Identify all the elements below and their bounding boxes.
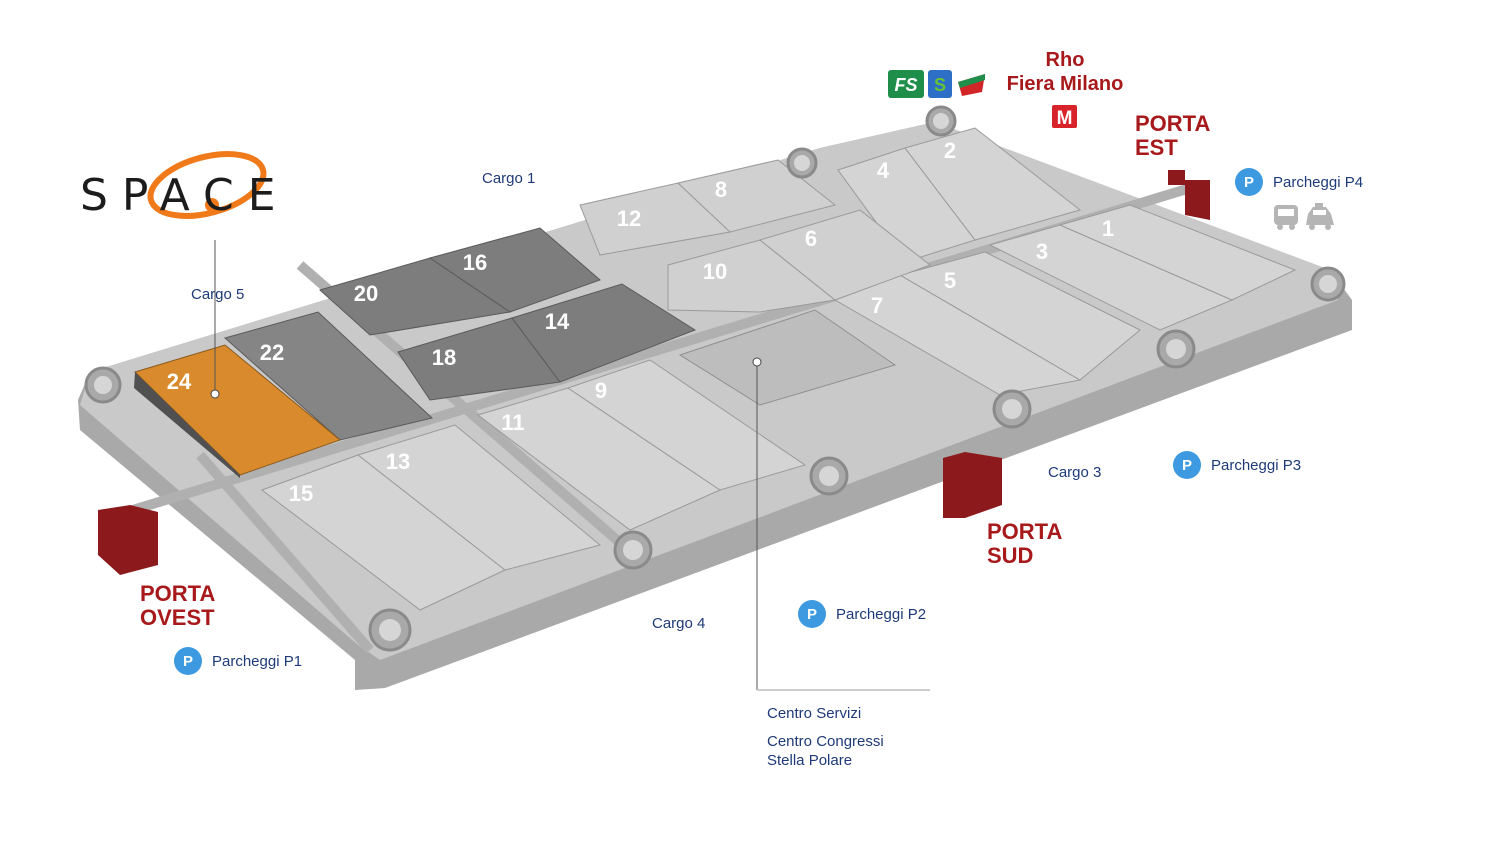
hall-label-2[interactable]: 2 — [944, 138, 956, 163]
suburban-s-icon: S — [928, 70, 952, 98]
pointer-lines — [214, 240, 930, 691]
hall-label-4[interactable]: 4 — [877, 158, 890, 183]
gate-sud-line1: PORTA — [987, 519, 1063, 544]
hall-block-14 — [511, 283, 697, 383]
cargo-3-label: Cargo 3 — [1048, 464, 1102, 481]
services-line3: Stella Polare — [767, 752, 853, 769]
hall-label-20[interactable]: 20 — [354, 281, 378, 306]
parking-p2[interactable]: P Parcheggi P2 — [798, 600, 926, 628]
parking-p3-label: Parcheggi P3 — [1211, 456, 1302, 474]
gate-shape-sud — [943, 452, 1002, 518]
parking-p4[interactable]: P Parcheggi P4 — [1235, 168, 1363, 196]
hall-block-9 — [566, 359, 807, 491]
parking-p2-label: Parcheggi P2 — [836, 605, 927, 623]
cargo-4-label: Cargo 4 — [652, 615, 706, 632]
gate-shapes — [98, 170, 1210, 575]
svg-text:S: S — [934, 75, 946, 95]
gate-sud-line2: SUD — [987, 543, 1034, 568]
hall-block-5 — [898, 251, 1141, 381]
hall-label-9[interactable]: 9 — [595, 378, 607, 403]
hall-label-18[interactable]: 18 — [432, 345, 456, 370]
svg-text:FS: FS — [894, 75, 917, 95]
hall-label-24[interactable]: 24 — [167, 369, 192, 394]
hall-label-7[interactable]: 7 — [871, 293, 883, 318]
gate-porta-est[interactable]: PORTA EST — [1135, 112, 1210, 160]
hall-label-3[interactable]: 3 — [1036, 239, 1048, 264]
logo-ring — [147, 151, 267, 219]
parking-icon: P — [798, 600, 826, 628]
hall-label-15[interactable]: 15 — [289, 481, 313, 506]
bus-icon — [1274, 205, 1298, 230]
pointer-dot-24 — [210, 389, 220, 399]
hall-label-16[interactable]: 16 — [463, 250, 487, 275]
hall-block-1 — [1058, 204, 1297, 301]
frecce-icon — [958, 74, 985, 96]
space-logo: SPACE — [80, 150, 350, 230]
svg-text:M: M — [1057, 108, 1073, 129]
gate-est-line2: EST — [1135, 135, 1178, 160]
hall-label-10[interactable]: 10 — [703, 259, 727, 284]
hall-label-11[interactable]: 11 — [501, 410, 524, 435]
hall-label-5[interactable]: 5 — [944, 268, 956, 293]
hall-block-2 — [904, 127, 1082, 241]
hall-block-13 — [356, 424, 602, 571]
gate-shape-ovest — [98, 505, 158, 575]
parking-icon: P — [1235, 168, 1263, 196]
pointer-dot-services — [752, 357, 762, 367]
gate-est-line1: PORTA — [1135, 111, 1211, 136]
gate-porta-sud[interactable]: PORTA SUD — [987, 520, 1062, 568]
hall-label-12[interactable]: 12 — [617, 206, 641, 231]
gate-shape-est — [1168, 170, 1210, 220]
parking-p1-label: Parcheggi P1 — [212, 652, 303, 670]
hall-block-8 — [676, 159, 837, 233]
parking-p3[interactable]: P Parcheggi P3 — [1173, 451, 1301, 479]
station-icons: FS S M — [888, 70, 1077, 129]
station-name: Rho Fiera Milano — [1000, 48, 1130, 96]
cargo-1-label: Cargo 1 — [482, 170, 536, 187]
services-line2: Centro Congressi — [767, 733, 884, 750]
logo-text: SPACE — [80, 170, 290, 221]
services-line1: Centro Servizi — [767, 705, 862, 722]
taxi-icon — [1306, 203, 1334, 230]
hall-label-1[interactable]: 1 — [1102, 216, 1114, 241]
parking-icon: P — [174, 647, 202, 675]
hall-block-10 — [667, 239, 837, 313]
hall-block-6 — [758, 209, 932, 301]
hall-block-16 — [428, 227, 601, 313]
hall-label-8[interactable]: 8 — [715, 177, 727, 202]
gate-ovest-line1: PORTA — [140, 581, 216, 606]
station-name-line1: Rho — [1045, 49, 1085, 71]
parking-p1[interactable]: P Parcheggi P1 — [174, 647, 302, 675]
hall-block-24 — [134, 344, 342, 476]
trenitalia-icon: FS — [888, 70, 924, 98]
gate-porta-ovest[interactable]: PORTA OVEST — [140, 582, 215, 630]
metro-icon: M — [1052, 105, 1077, 129]
parking-icon: P — [1173, 451, 1201, 479]
hall-label-6[interactable]: 6 — [805, 226, 817, 251]
hall-label-14[interactable]: 14 — [545, 309, 570, 334]
hall-label-13[interactable]: 13 — [386, 449, 410, 474]
hall-blocks — [134, 127, 1297, 611]
hall-block-services — [678, 309, 897, 406]
gate-ovest-line2: OVEST — [140, 605, 215, 630]
services-info: Centro Servizi Centro Congressi Stella P… — [767, 704, 884, 770]
hall-label-22[interactable]: 22 — [260, 340, 284, 365]
parking-p4-label: Parcheggi P4 — [1273, 173, 1364, 191]
station-name-line2: Fiera Milano — [1006, 73, 1124, 95]
hall-block-22 — [223, 311, 434, 441]
cargo-5-label: Cargo 5 — [191, 286, 245, 303]
